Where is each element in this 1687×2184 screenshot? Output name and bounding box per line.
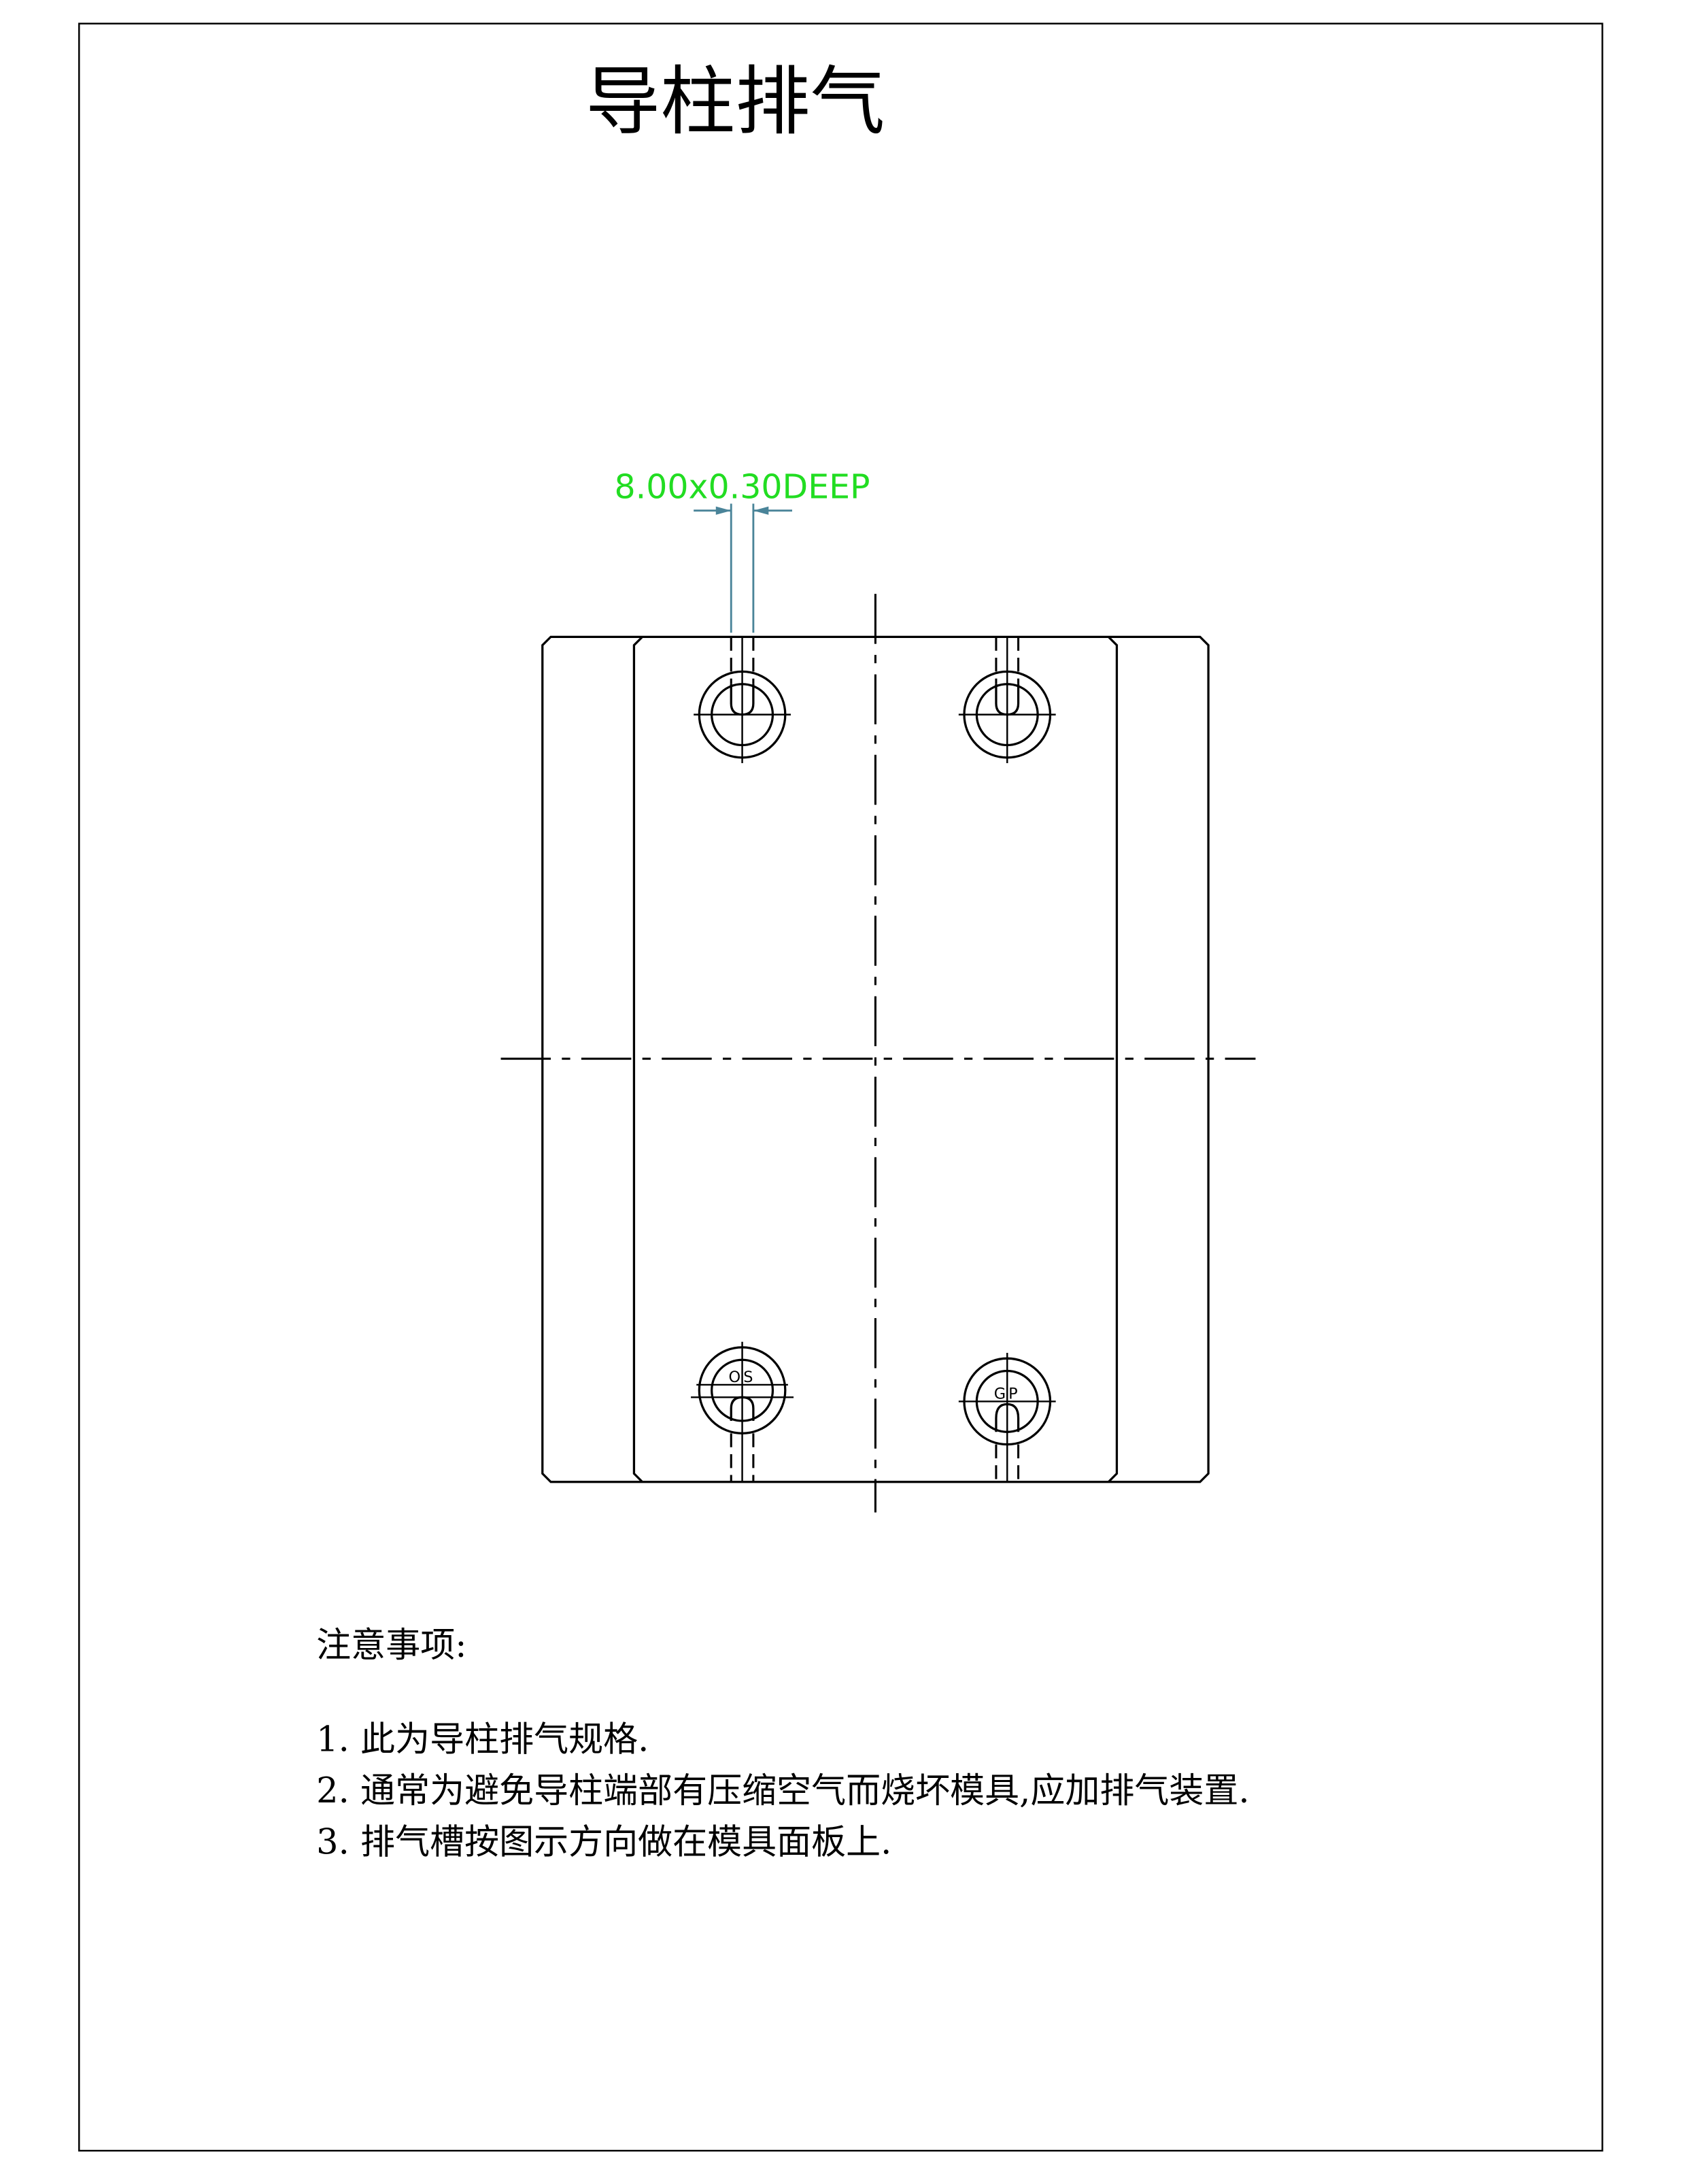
hole-label-gp: GP — [994, 1385, 1021, 1402]
drawing-title: 导柱排气 — [585, 58, 885, 146]
hole-label-os: OS — [729, 1368, 756, 1386]
dimension-label: 8.00x0.30DEEP — [615, 467, 870, 506]
note-item: 2. 通常为避免导柱端部有压缩空气而烧坏模具,应加排气装置. — [316, 1771, 1249, 1811]
guide-pin-hole-bottom-right: GP — [958, 1353, 1056, 1482]
dimension-arrow-right — [753, 506, 769, 515]
outer-plate-outline — [541, 635, 1210, 1483]
sheet-border — [78, 22, 1603, 2152]
note-item: 3. 排气槽按图示方向做在模具面板上. — [316, 1822, 891, 1862]
dimension-arrow-left — [715, 506, 732, 515]
guide-pin-hole-bottom-left: OS — [691, 1341, 794, 1482]
notes-heading: 注意事项: — [316, 1626, 466, 1666]
inner-plate-outline — [632, 636, 1119, 1483]
note-item: 1. 此为导柱排气规格. — [316, 1720, 649, 1760]
guide-pin-hole-top-right — [958, 637, 1056, 764]
slot-width-dimension: 8.00x0.30DEEP — [615, 467, 870, 633]
guide-pin-hole-top-left — [694, 637, 791, 764]
notes: 注意事项: 1. 此为导柱排气规格. 2. 通常为避免导柱端部有压缩空气而烧坏模… — [316, 1626, 1249, 1863]
